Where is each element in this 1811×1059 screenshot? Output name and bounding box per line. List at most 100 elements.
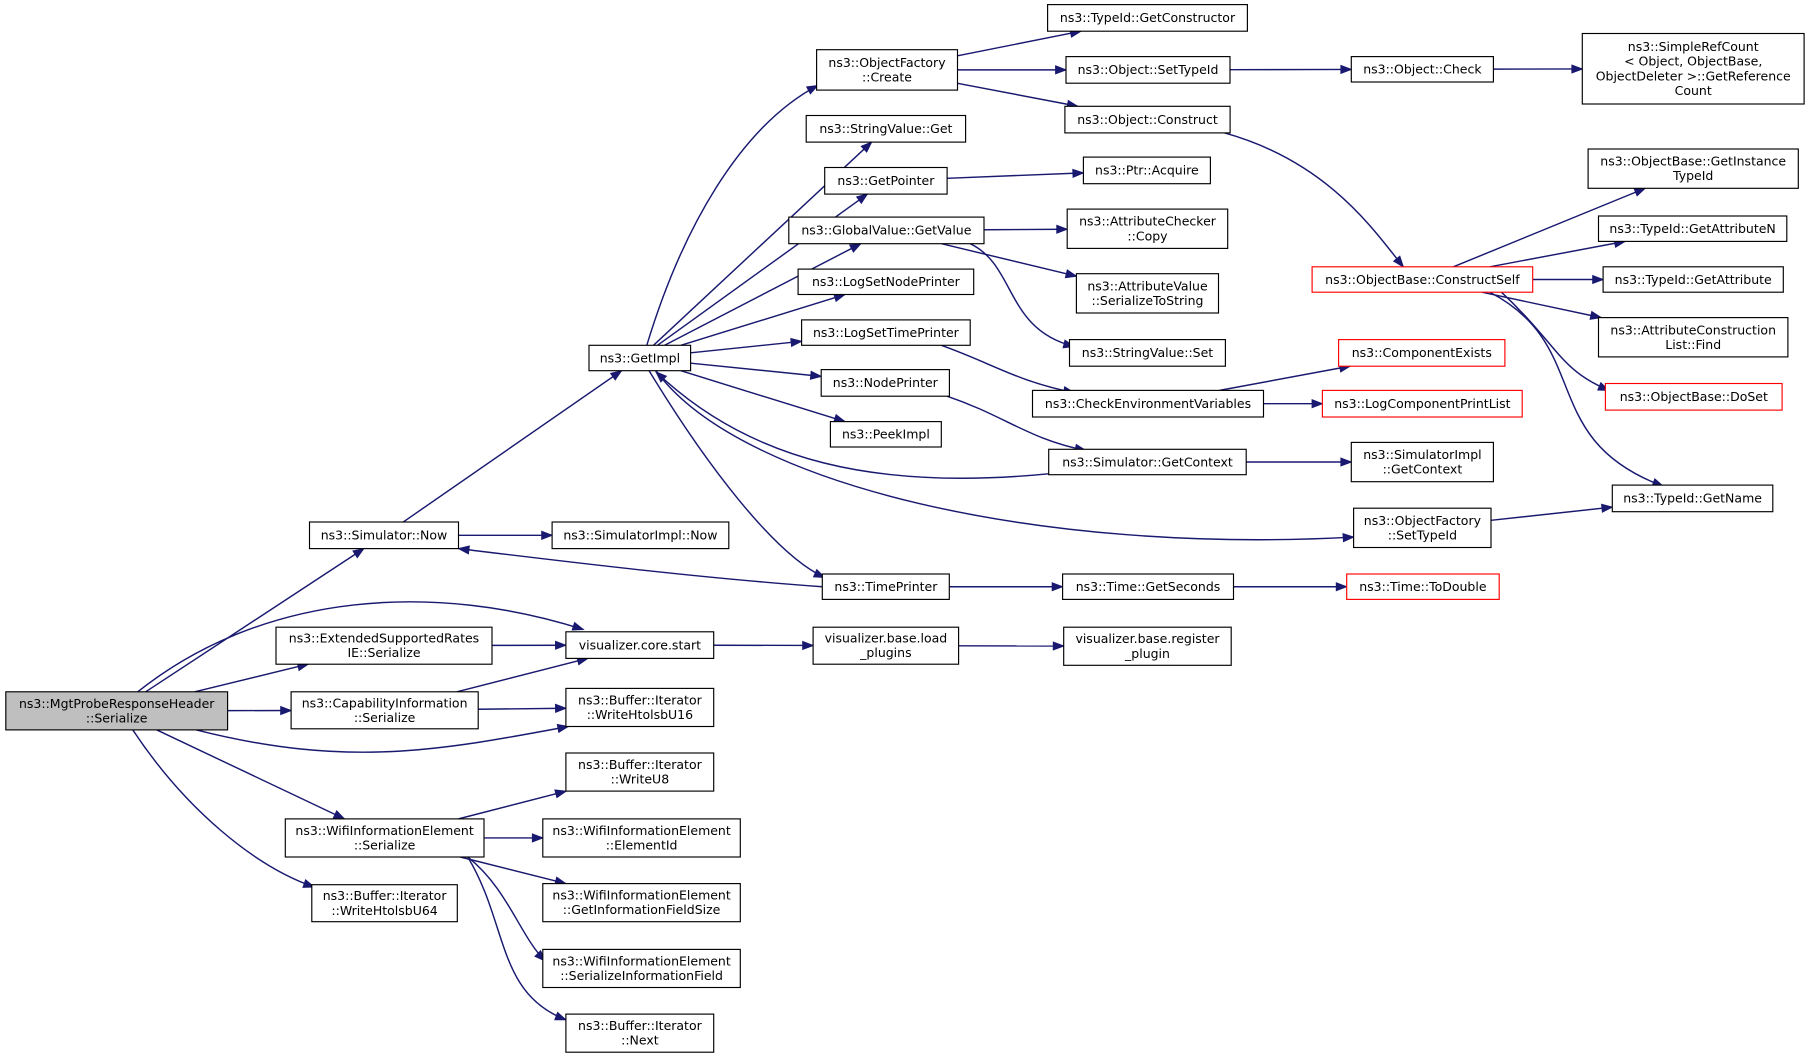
node-box-gvgetvalue[interactable] [788,216,985,245]
node-box-bufu64[interactable] [311,884,458,923]
node-nodeprinter[interactable]: ns3::NodePrinter [820,369,950,397]
node-bufu16[interactable]: ns3::Buffer::Iterator::WriteHtolsbU16 [565,687,715,728]
node-box-typeidgetname[interactable] [1611,484,1774,513]
node-box-ptracquire[interactable] [1082,156,1211,185]
node-logtime[interactable]: ns3::LogSetTimePrinter [801,319,971,346]
node-box-serinfofield[interactable] [542,948,741,989]
node-getinfosize[interactable]: ns3::WifiInformationElement::GetInformat… [542,883,741,923]
node-box-settypeid[interactable] [1065,56,1231,84]
node-timeprinter[interactable]: ns3::TimePrinter [821,573,950,600]
node-box-capinfo[interactable] [290,691,479,730]
node-ptracquire[interactable]: ns3::Ptr::Acquire [1082,156,1211,185]
node-box-getctor[interactable] [1047,4,1248,32]
node-objbasedoset[interactable]: ns3::ObjectBase::DoSet [1604,382,1783,411]
node-capinfo[interactable]: ns3::CapabilityInformation::Serialize [290,691,479,730]
node-vizstart[interactable]: visualizer.core.start [565,631,715,659]
node-vizreg[interactable]: visualizer.base.register_plugin [1063,626,1232,666]
node-simnow[interactable]: ns3::Simulator::Now [308,521,460,550]
node-box-vizreg[interactable] [1063,626,1232,666]
node-box-objconstruct[interactable] [1064,105,1231,134]
node-box-bufu16[interactable] [565,687,715,728]
node-serinfofield[interactable]: ns3::WifiInformationElement::SerializeIn… [542,948,741,989]
node-box-objfsettype[interactable] [1353,507,1492,549]
node-checkenv[interactable]: ns3::CheckEnvironmentVariables [1031,389,1265,418]
node-box-getpointer[interactable] [824,166,948,195]
node-peekimpl[interactable]: ns3::PeekImpl [829,421,942,448]
node-timetodouble[interactable]: ns3::Time::ToDouble [1346,573,1500,600]
node-box-simimplctx[interactable] [1350,441,1494,483]
node-box-checkenv[interactable] [1031,389,1265,418]
node-timegetsec[interactable]: ns3::Time::GetSeconds [1062,573,1235,600]
node-box-objcheck[interactable] [1350,56,1494,83]
node-box-constructself[interactable] [1311,266,1534,293]
node-box-lognode[interactable] [797,268,975,296]
node-box-peekimpl[interactable] [829,421,942,448]
node-getpointer[interactable]: ns3::GetPointer [824,166,948,195]
node-bufu64[interactable]: ns3::Buffer::Iterator::WriteHtolsbU64 [311,884,458,923]
node-simplerefcount[interactable]: ns3::SimpleRefCount< Object, ObjectBase,… [1581,32,1805,105]
node-lognode[interactable]: ns3::LogSetNodePrinter [797,268,975,296]
node-root[interactable]: ns3::MgtProbeResponseHeader::Serialize [5,691,229,731]
node-bufu8[interactable]: ns3::Buffer::Iterator::WriteU8 [565,752,715,792]
node-objfcreate[interactable]: ns3::ObjectFactory::Create [816,49,959,91]
node-settypeid[interactable]: ns3::Object::SetTypeId [1065,56,1231,84]
node-elemid[interactable]: ns3::WifiInformationElement::ElementId [542,818,741,858]
node-box-attrcheckcopy[interactable] [1066,208,1229,249]
node-simimplctx[interactable]: ns3::SimulatorImpl::GetContext [1350,441,1494,483]
node-box-vizload[interactable] [812,626,960,665]
node-box-vizstart[interactable] [565,631,715,659]
node-box-root[interactable] [5,691,229,731]
node-box-timetodouble[interactable] [1346,573,1500,600]
node-box-getinfosize[interactable] [542,883,741,923]
node-box-strget[interactable] [805,114,967,143]
node-typeidgetname[interactable]: ns3::TypeId::GetName [1611,484,1774,513]
node-objconstruct[interactable]: ns3::Object::Construct [1064,105,1231,134]
node-box-getattrn[interactable] [1597,215,1788,242]
node-box-nodeprinter[interactable] [820,369,950,397]
node-getimpl[interactable]: ns3::GetImpl [588,344,692,372]
node-getattrn[interactable]: ns3::TypeId::GetAttributeN [1597,215,1788,242]
node-box-bufu8[interactable] [565,752,715,792]
node-constructself[interactable]: ns3::ObjectBase::ConstructSelf [1311,266,1534,293]
node-box-objbasedoset[interactable] [1604,382,1783,411]
node-attrcheckcopy[interactable]: ns3::AttributeChecker::Copy [1066,208,1229,249]
node-objfsettype[interactable]: ns3::ObjectFactory::SetTypeId [1353,507,1492,549]
node-simgetctx[interactable]: ns3::Simulator::GetContext [1048,448,1247,476]
node-box-simnow[interactable] [308,521,460,550]
node-box-logcompprint[interactable] [1321,389,1523,418]
node-objcheck[interactable]: ns3::Object::Check [1350,56,1494,83]
node-box-getinsttypeid[interactable] [1587,148,1799,189]
node-box-wifiie[interactable] [284,818,485,858]
node-getattr[interactable]: ns3::TypeId::GetAttribute [1602,266,1784,293]
node-compexists[interactable]: ns3::ComponentExists [1338,339,1506,367]
node-box-timegetsec[interactable] [1062,573,1235,600]
node-box-attrvalser[interactable] [1075,273,1220,314]
node-gvgetvalue[interactable]: ns3::GlobalValue::GetValue [788,216,985,245]
node-box-simgetctx[interactable] [1048,448,1247,476]
node-box-getattr[interactable] [1602,266,1784,293]
node-strset[interactable]: ns3::StringValue::Set [1068,339,1226,367]
node-logcompprint[interactable]: ns3::LogComponentPrintList [1321,389,1523,418]
node-box-logtime[interactable] [801,319,971,346]
node-simimplnow[interactable]: ns3::SimulatorImpl::Now [551,521,730,550]
node-strget[interactable]: ns3::StringValue::Get [805,114,967,143]
node-box-simimplnow[interactable] [551,521,730,550]
node-box-extrates[interactable] [275,626,493,665]
node-wifiie[interactable]: ns3::WifiInformationElement::Serialize [284,818,485,858]
node-box-attrconstrfind[interactable] [1597,317,1789,358]
node-attrvalser[interactable]: ns3::AttributeValue::SerializeToString [1075,273,1220,314]
node-box-timeprinter[interactable] [821,573,950,600]
node-box-elemid[interactable] [542,818,741,858]
node-box-compexists[interactable] [1338,339,1506,367]
node-box-objfcreate[interactable] [816,49,959,91]
node-box-getimpl[interactable] [588,344,692,372]
node-box-simplerefcount[interactable] [1581,32,1805,105]
node-box-bufnext[interactable] [565,1013,715,1053]
node-getctor[interactable]: ns3::TypeId::GetConstructor [1047,4,1248,32]
node-vizload[interactable]: visualizer.base.load_plugins [812,626,960,665]
node-box-strset[interactable] [1068,339,1226,367]
node-bufnext[interactable]: ns3::Buffer::Iterator::Next [565,1013,715,1053]
